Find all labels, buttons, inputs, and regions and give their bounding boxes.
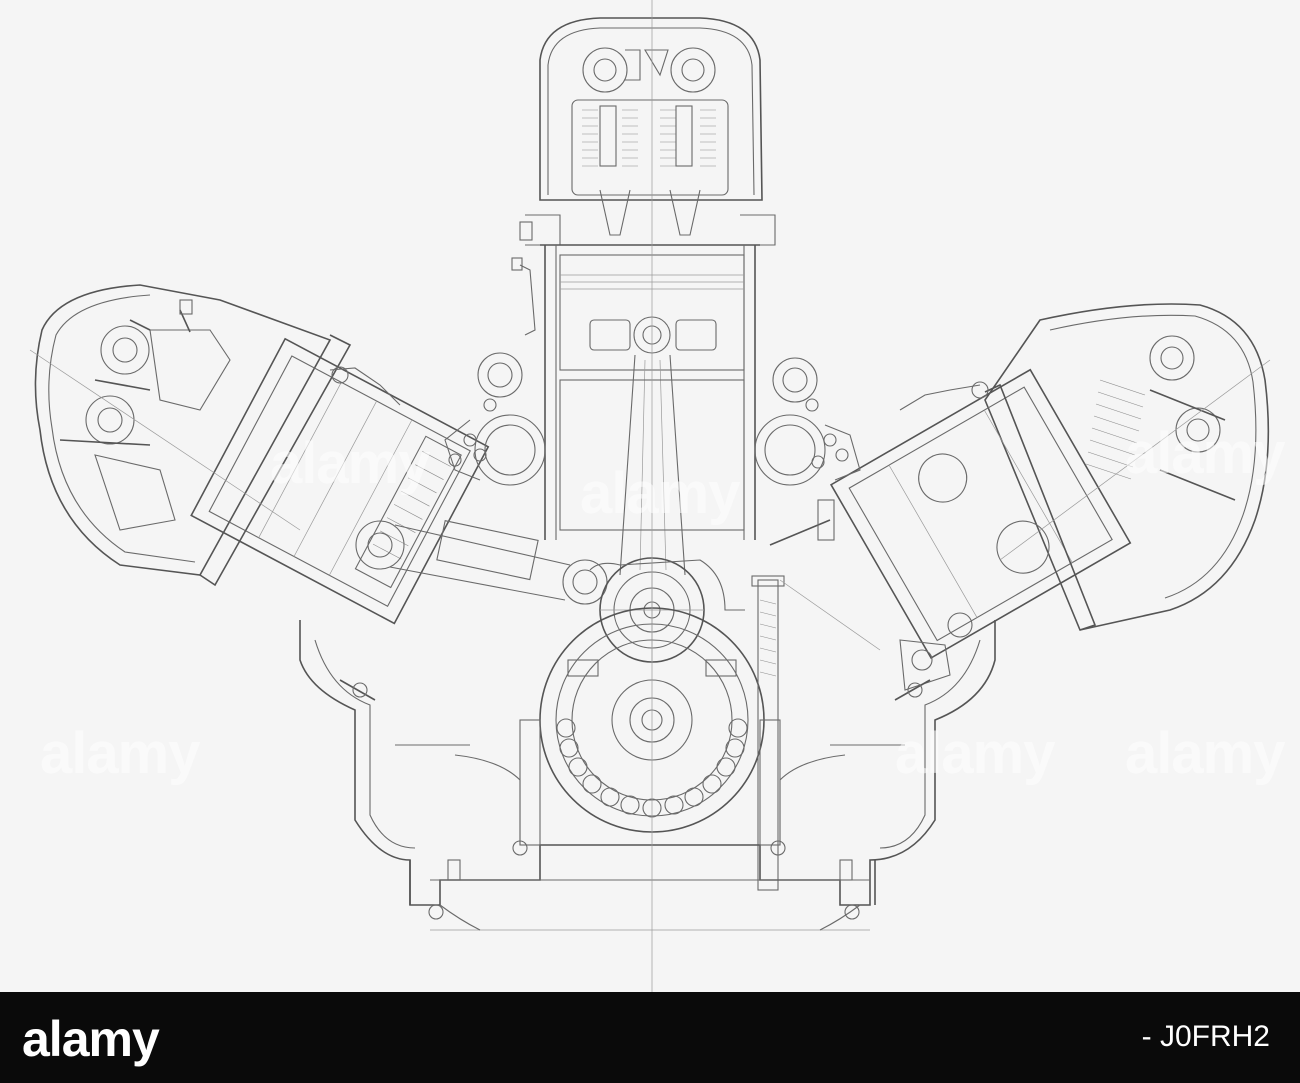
roller-bearings <box>556 718 748 818</box>
base-bolts <box>428 840 860 920</box>
auxiliary-drives <box>444 257 861 486</box>
footer-separator: - <box>1141 1020 1152 1053</box>
crankcase <box>299 557 996 931</box>
valve-springs-center <box>582 109 716 167</box>
image-code-label: - J0FRH2 <box>1142 1020 1270 1054</box>
image-code: J0FRH2 <box>1159 1020 1270 1053</box>
footer-logo[interactable]: alamy <box>22 1011 160 1067</box>
left-cylinder-bank <box>34 284 608 625</box>
footer-bar: alamy - J0FRH2 <box>0 992 1300 1083</box>
construction-lines <box>29 0 1271 992</box>
valve-springs-right <box>1085 379 1146 480</box>
right-cylinder-bank <box>769 303 1270 691</box>
central-cylinder-bank <box>519 17 776 576</box>
engine-diagram-svg <box>29 0 1271 992</box>
engine-cross-section-drawing: alamy alamy alamy alamy alamy alamy <box>29 0 1271 992</box>
